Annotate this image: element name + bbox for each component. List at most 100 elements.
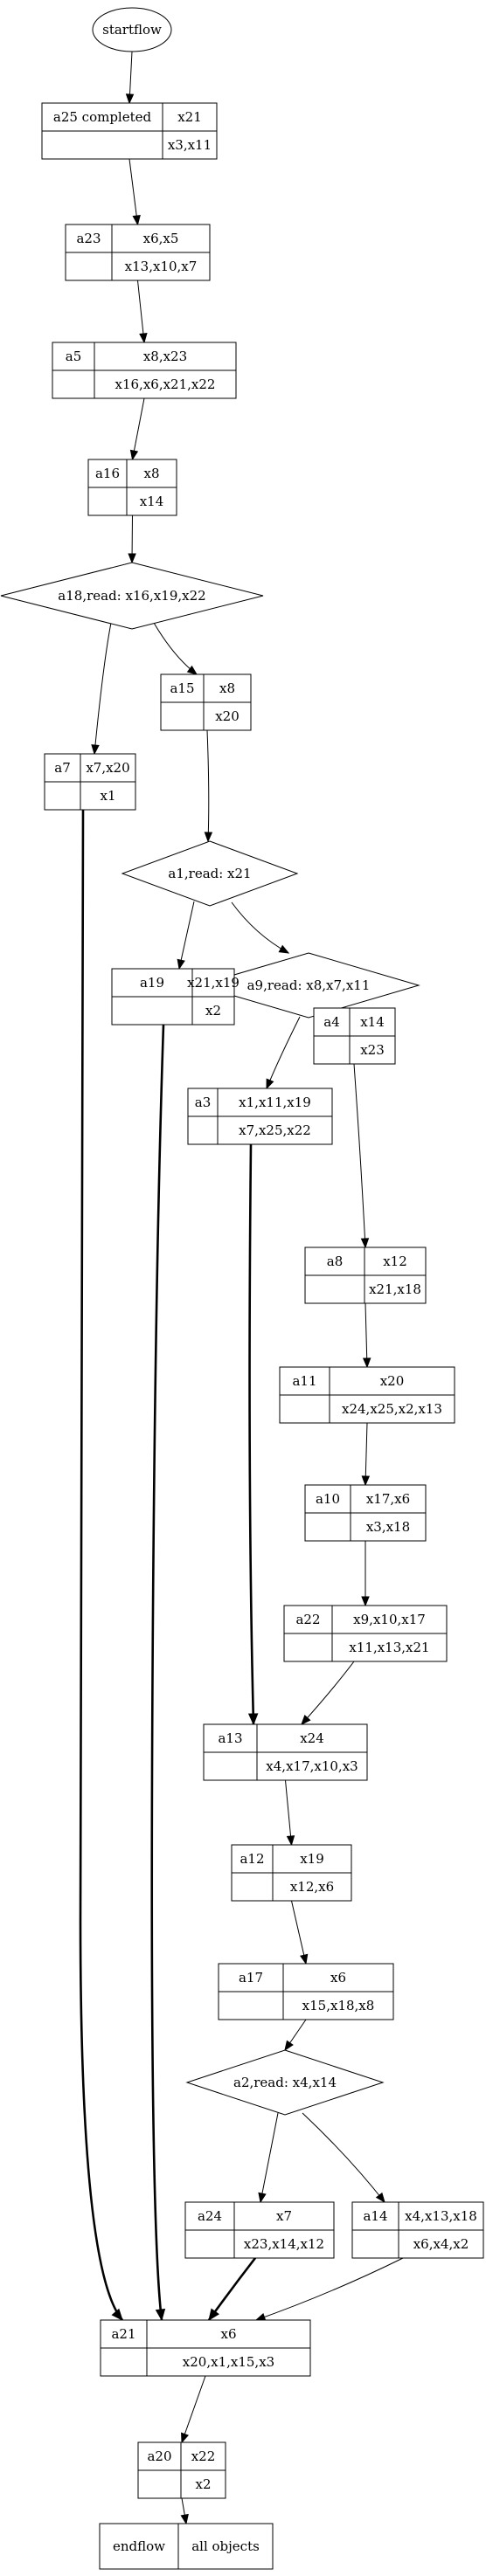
a7-name: a7 [54, 760, 71, 776]
a2-diamond [185, 2049, 385, 2116]
edge-a14-a21 [254, 2257, 404, 2321]
a5-bottom-vars: x16,x6,x21,x22 [115, 376, 216, 392]
node-a2: a2,read: x4,x14 [185, 2049, 385, 2116]
a14-name: a14 [363, 2208, 387, 2224]
edge-line [302, 2112, 385, 2203]
a25-name: a25 completed [53, 109, 152, 125]
node-a14: a14 x4,x13,x18 x6,x4,x2 [351, 2201, 484, 2259]
a24-top-vars: x7 [276, 2208, 292, 2224]
edge-a1-a19 [177, 901, 195, 970]
a8-top-vars: x12 [383, 1253, 407, 1269]
edge-a12-a17 [291, 1900, 309, 1965]
edge-line [364, 1302, 368, 1368]
edge-a22-a13 [301, 1661, 355, 1726]
edge-line [207, 2257, 257, 2321]
edge-a21-a20 [181, 2375, 206, 2444]
arrowhead [300, 1953, 309, 1965]
a24-name: a24 [198, 2208, 222, 2224]
node-a18: a18,read: x16,x19,x22 [0, 562, 264, 630]
a20-bottom-vars: x2 [195, 2476, 211, 2492]
a23-name: a23 [76, 231, 101, 246]
arrowhead [180, 2513, 189, 2525]
arrowhead [360, 1238, 370, 1249]
edge-a11-a10 [361, 1422, 371, 1487]
a15-bottom-vars: x20 [215, 708, 240, 724]
a11-name: a11 [292, 1373, 316, 1389]
a14-top-vars: x4,x13,x18 [405, 2208, 477, 2224]
edge-a25-a23 [128, 158, 141, 226]
edge-line [153, 622, 198, 675]
a5-name: a5 [66, 349, 82, 364]
a4-top-vars: x14 [360, 1014, 385, 1030]
arrowhead [155, 2308, 166, 2322]
a10-top-vars: x17,x6 [366, 1491, 410, 1507]
a2-label: a2,read: x4,x14 [233, 2075, 337, 2090]
a12-top-vars: x19 [300, 1851, 324, 1867]
a23-top-vars: x6,x5 [143, 231, 179, 246]
edge-a18-a7 [91, 622, 112, 756]
a3-bottom-vars: x7,x25,x22 [239, 1122, 311, 1138]
endflow-top-vars: all objects [191, 2538, 260, 2554]
edge-line [181, 2375, 206, 2443]
edge-line [231, 901, 289, 954]
a14-bottom-vars: x6,x4,x2 [413, 2236, 469, 2252]
edge-a13-a12 [285, 1779, 295, 1847]
a10-bottom-vars: x3,x18 [366, 1519, 410, 1535]
edge-a23-a5 [137, 280, 148, 344]
arrowhead [247, 1713, 259, 1726]
a18-label: a18,read: x16,x19,x22 [58, 588, 205, 604]
arrowhead [375, 2192, 385, 2204]
a21-top-vars: x6 [220, 2326, 236, 2342]
a21-bottom-vars: x20,x1,x15,x3 [183, 2354, 274, 2370]
a17-top-vars: x6 [330, 1970, 346, 1986]
a1-label: a1,read: x21 [168, 866, 251, 881]
edge-a4-a8 [353, 1063, 370, 1249]
endflow-box [99, 2523, 274, 2570]
a11-bottom-vars: x24,x25,x2,x13 [342, 1401, 442, 1417]
a11-top-vars: x20 [380, 1373, 405, 1389]
arrowhead [128, 553, 136, 564]
arrowhead [284, 2040, 294, 2052]
a9-label: a9,read: x8,x7,x11 [247, 977, 371, 993]
a19-bottom-vars: x2 [205, 1003, 221, 1019]
arrowhead [125, 93, 135, 105]
arrowhead [139, 333, 148, 344]
edge-line [137, 280, 145, 343]
a22-top-vars: x9,x10,x17 [353, 1612, 426, 1627]
arrowhead [362, 1357, 371, 1369]
a12-bottom-vars: x12,x6 [290, 1879, 334, 1895]
a17-bottom-vars: x15,x18,x8 [302, 1998, 375, 2013]
a8-name: a8 [327, 1253, 344, 1269]
startflow-ellipse [92, 7, 172, 52]
a19-name: a19 [140, 975, 164, 991]
arrowhead [132, 214, 141, 226]
a25-top-vars: x21 [177, 109, 202, 125]
edge-line [150, 1024, 165, 2321]
arrowhead [278, 944, 290, 954]
a20-top-vars: x22 [191, 2448, 216, 2464]
edge-startflow-a25 [125, 51, 135, 105]
edge-a7-a21 [79, 809, 123, 2321]
a21-name: a21 [111, 2326, 135, 2342]
edge-a18-a15 [153, 622, 198, 675]
arrowhead [111, 2308, 123, 2321]
edge-a8-a11 [362, 1302, 371, 1369]
a3-name: a3 [195, 1095, 212, 1110]
a16-name: a16 [95, 466, 120, 481]
edge-a15-a1 [204, 729, 213, 843]
edge-a2-a24 [258, 2112, 279, 2204]
node-a9: a9,read: x8,x7,x11 [197, 952, 420, 1019]
edge-line [260, 2112, 279, 2203]
